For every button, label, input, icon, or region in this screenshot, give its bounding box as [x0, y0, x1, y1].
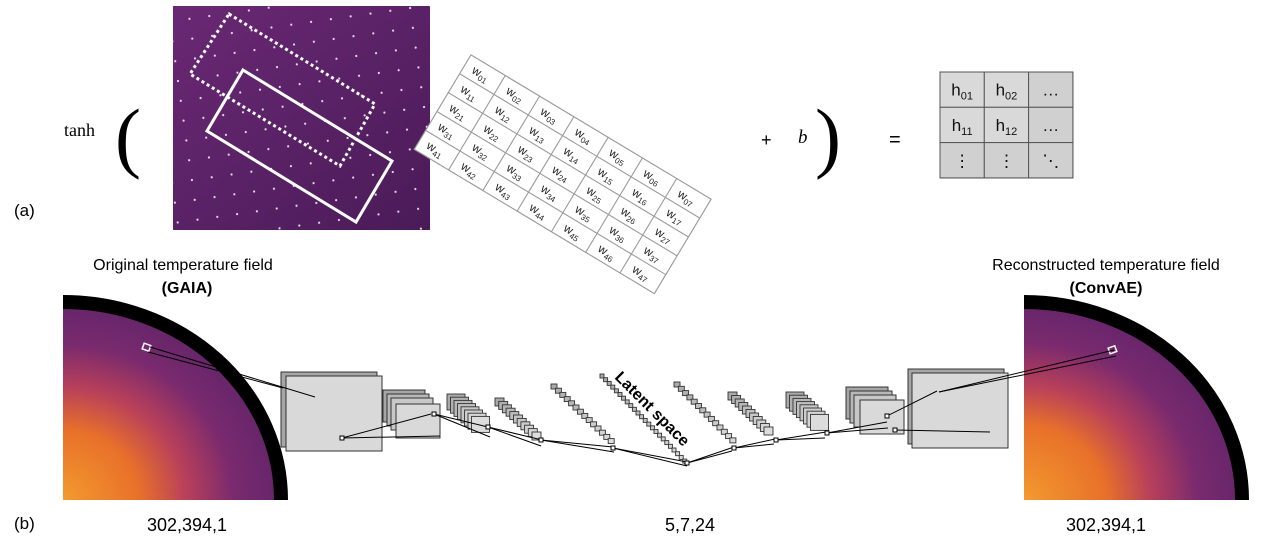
latent-space-label: Latent space — [611, 369, 692, 450]
output-value-label: ⋮ — [954, 151, 971, 170]
encoder-layer-1 — [286, 376, 382, 451]
close-paren: ) — [815, 93, 841, 180]
plus-operator: + — [761, 130, 772, 150]
output-value-label: ⋱ — [1042, 151, 1059, 170]
decoder-layer-3 — [786, 392, 829, 430]
encoder-layer-4 — [495, 398, 541, 440]
input-patch-grid — [173, 6, 430, 230]
reconstructed-field-image — [1024, 300, 1244, 500]
bias-label: b — [798, 127, 808, 148]
panel-a: (a) tanh ( * w01w02w03w04w05w06w07w11w12… — [14, 6, 1073, 293]
panel-a-label: (a) — [14, 201, 35, 220]
input-patch — [173, 6, 430, 230]
encoder-layer-2 — [383, 390, 440, 438]
decoder-layer-4 — [846, 387, 904, 434]
equals-sign: = — [889, 129, 901, 151]
left-field-title: Original temperature field — [93, 257, 273, 274]
original-field-image — [63, 300, 283, 500]
right-field-subtitle: (ConvAE) — [1070, 280, 1143, 297]
left-field-subtitle: (GAIA) — [162, 280, 213, 297]
encoder-layer-5 — [551, 384, 614, 444]
left-dims: 302,394,1 — [147, 515, 227, 535]
output-value-label: … — [1042, 116, 1059, 135]
network-diagram — [148, 347, 1116, 466]
right-dims: 302,394,1 — [1066, 515, 1146, 535]
decoder-layer-2 — [728, 392, 773, 435]
kernel-weights: w01w02w03w04w05w06w07w11w12w13w14w15w16w… — [414, 55, 711, 293]
kernel-grid-cells: w01w02w03w04w05w06w07w11w12w13w14w15w16w… — [414, 55, 711, 293]
encoder-layer-3 — [447, 394, 490, 432]
right-field-title: Reconstructed temperature field — [992, 257, 1220, 274]
latent-dims: 5,7,24 — [665, 515, 715, 535]
decoder-layer-5 — [912, 373, 1008, 448]
output-value-label: … — [1042, 81, 1059, 100]
tanh-label: tanh — [64, 120, 95, 140]
panel-b-label: (b) — [14, 514, 35, 533]
open-paren: ( — [115, 93, 141, 180]
panel-b: (b) Original temperature field (GAIA) Re… — [14, 257, 1244, 535]
output-value-label: ⋮ — [998, 151, 1015, 170]
